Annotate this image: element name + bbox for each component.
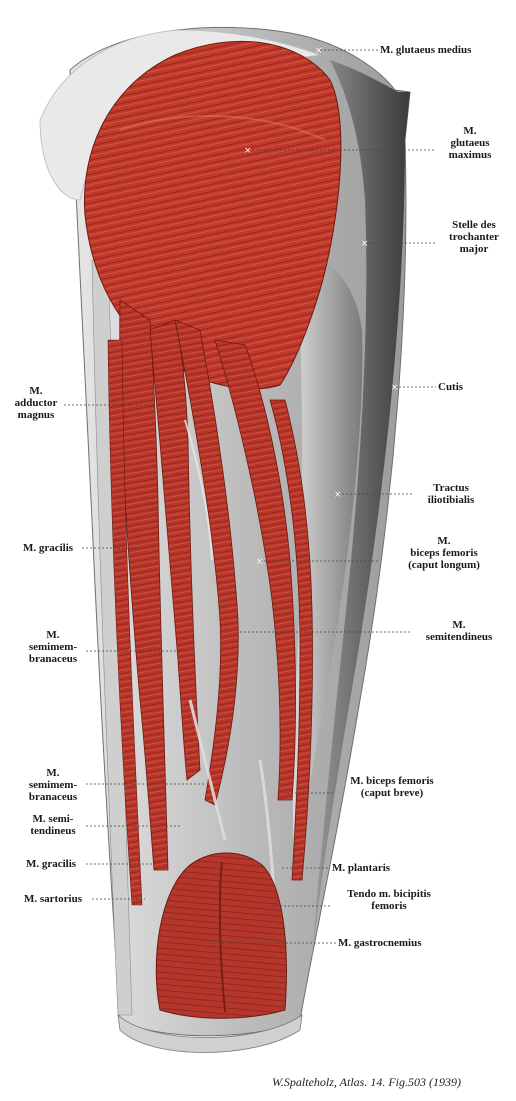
label-adductor-magnus: M. adductor magnus <box>14 385 58 421</box>
label-glutaeus-medius: M. glutaeus medius <box>380 44 472 56</box>
label-glutaeus-maximus: M. glutaeus maximus <box>448 125 492 161</box>
gracilis <box>107 339 143 906</box>
label-biceps-breve: M. biceps femoris (caput breve) <box>350 775 434 799</box>
adductor-magnus <box>119 299 169 871</box>
label-tendo-bicipitis: Tendo m. bicipitis femoris <box>347 888 431 912</box>
label-trochanter-major: Stelle des trochanter major <box>449 219 499 255</box>
label-biceps-longum: M. biceps femoris (caput longum) <box>408 535 480 571</box>
label-cutis: Cutis <box>438 381 464 393</box>
semimembranaceus <box>149 319 201 781</box>
label-plantaris: M. plantaris <box>332 862 391 874</box>
biceps-femoris-breve <box>269 399 313 881</box>
gastrocnemius <box>155 852 287 1019</box>
svg-text:×: × <box>391 383 399 393</box>
label-gracilis-lower: M. gracilis <box>25 858 77 870</box>
figure-caption: W.Spalteholz, Atlas. 14. Fig.503 (1939) <box>272 1075 461 1089</box>
svg-text:×: × <box>244 146 252 156</box>
label-gracilis-upper: M. gracilis <box>22 542 74 554</box>
label-semitendineus-left: M. semi- tendineus <box>30 813 76 837</box>
svg-text:×: × <box>361 239 369 249</box>
label-semimembranaceus-lower: M. semimem- branaceus <box>28 767 78 803</box>
label-tractus-iliotibialis: Tractus iliotibialis <box>427 482 475 506</box>
lateral-cutis <box>312 60 410 960</box>
svg-text:×: × <box>334 490 342 500</box>
biceps-femoris-longum <box>214 339 297 801</box>
label-sartorius: M. sartorius <box>23 893 83 905</box>
svg-text:×: × <box>315 46 323 56</box>
label-gastrocnemius: M. gastrocnemius <box>338 937 422 949</box>
label-semitendineus-right: M. semitendineus <box>425 619 493 643</box>
skin-cut-bottom <box>117 1013 303 1053</box>
leader-lines <box>64 49 436 944</box>
svg-text:×: × <box>256 557 264 567</box>
label-semimembranaceus-upper: M. semimem- branaceus <box>28 629 78 665</box>
